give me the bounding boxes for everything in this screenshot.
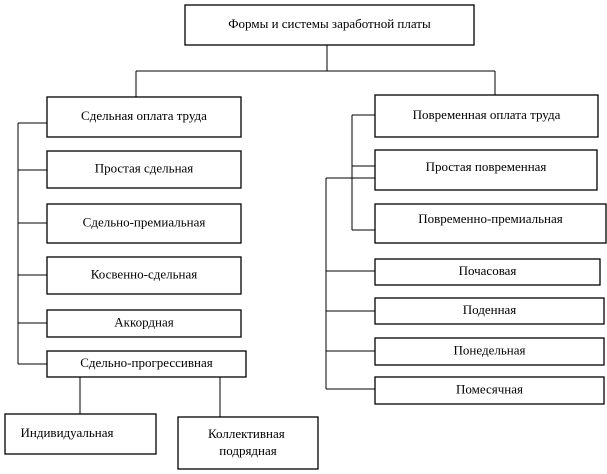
piecework-item-simple: Простая сдельная xyxy=(46,150,242,189)
time-sub-label: Понедельная xyxy=(454,342,526,357)
piecework-item-progressive: Сдельно-прогрессивная xyxy=(46,350,247,378)
time-header-node: Повременная оплата труда xyxy=(374,94,599,138)
piecework-item-lump-sum: Аккордная xyxy=(46,309,242,338)
piecework-item-label: Косвенно-сдельная xyxy=(91,266,197,281)
time-item-label: Повременно-премиальная xyxy=(418,211,562,226)
time-sub-label: Поденная xyxy=(463,302,517,317)
progressive-child-individual: Индивидуальная xyxy=(4,413,157,455)
time-sub-label: Помесячная xyxy=(456,381,523,396)
time-sub-weekly: Понедельная xyxy=(374,337,605,366)
time-header-label: Повременная оплата труда xyxy=(413,107,561,122)
progressive-child-label-line-1: Коллективная xyxy=(208,426,285,441)
progressive-child-collective: Коллективная подрядная xyxy=(177,416,319,470)
time-sub-hourly: Почасовая xyxy=(374,258,601,286)
root-node: Формы и системы заработной платы xyxy=(184,4,475,46)
time-sub-monthly: Помесячная xyxy=(374,376,605,405)
time-sub-daily: Поденная xyxy=(374,297,605,325)
piecework-item-label: Аккордная xyxy=(114,314,174,329)
time-sub-label: Почасовая xyxy=(459,263,517,278)
piecework-item-label: Сдельно-премиальная xyxy=(83,214,206,229)
progressive-child-label: Коллективная подрядная xyxy=(208,426,288,458)
piecework-item-indirect: Косвенно-сдельная xyxy=(46,256,242,295)
time-item-simple: Простая повременная xyxy=(374,149,598,191)
progressive-child-label-line-2: подрядная xyxy=(219,443,277,458)
connectors xyxy=(17,45,496,417)
piecework-header-node: Сдельная оплата труда xyxy=(46,96,242,138)
root-label: Формы и системы заработной платы xyxy=(228,16,431,31)
time-item-label: Простая повременная xyxy=(426,159,547,174)
piecework-item-label: Сдельно-прогрессивная xyxy=(80,355,213,370)
piecework-header-label: Сдельная оплата труда xyxy=(81,108,207,123)
piecework-item-label: Простая сдельная xyxy=(95,160,194,175)
progressive-child-label: Индивидуальная xyxy=(21,425,114,440)
piecework-item-premium: Сдельно-премиальная xyxy=(46,203,242,244)
time-item-premium: Повременно-премиальная xyxy=(374,203,607,244)
